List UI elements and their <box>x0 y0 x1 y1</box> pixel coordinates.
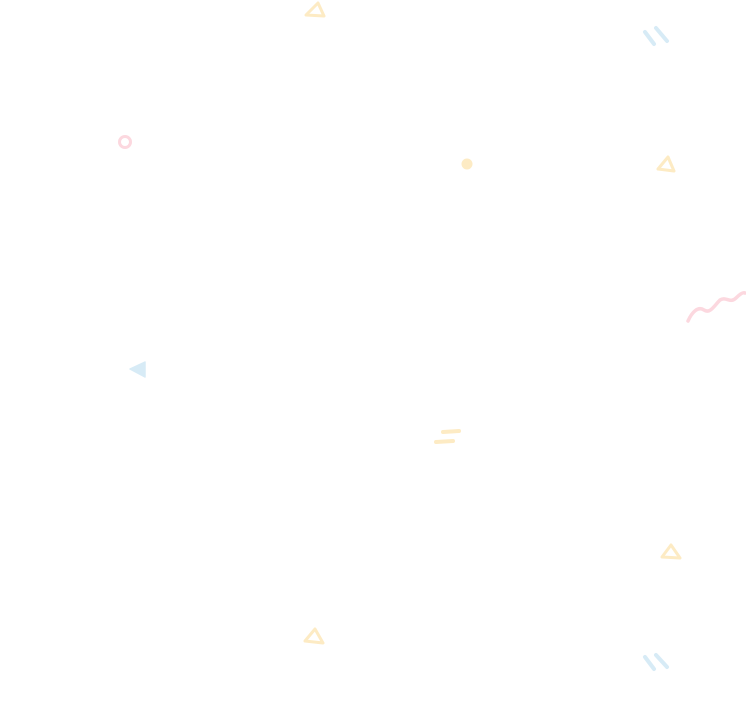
triangle-outline-icon <box>303 627 325 645</box>
ring-icon <box>118 135 132 149</box>
double-dash-icon <box>643 653 669 671</box>
squiggle-icon <box>686 291 746 323</box>
triangle-outline-icon <box>660 543 682 560</box>
dot-icon <box>461 158 473 170</box>
triangle-filled-icon <box>129 361 146 378</box>
double-dash-icon <box>434 429 461 444</box>
triangle-outline-icon <box>656 155 676 173</box>
double-dash-icon <box>643 26 669 46</box>
triangle-outline-icon <box>304 1 326 18</box>
